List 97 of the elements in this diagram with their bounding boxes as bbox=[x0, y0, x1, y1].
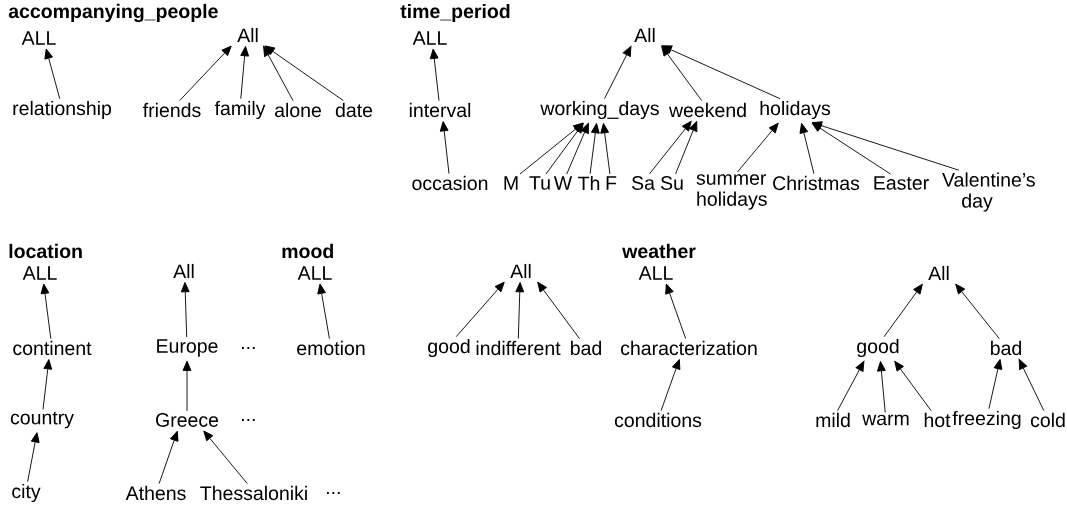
arrow bbox=[439, 121, 450, 175]
arrow bbox=[42, 359, 53, 410]
hierarchy-term: All bbox=[928, 265, 949, 281]
dimension-title: location bbox=[9, 243, 82, 259]
hierarchy-term: good bbox=[428, 338, 470, 358]
hierarchy-term: ALL bbox=[21, 31, 56, 45]
hierarchy-term: Valentine’s day bbox=[942, 172, 1035, 212]
hierarchy-term: bad bbox=[991, 340, 1021, 356]
hierarchy-term: Athens bbox=[125, 485, 186, 501]
arrow bbox=[589, 123, 600, 175]
arrow bbox=[661, 45, 781, 100]
hierarchy-term: city bbox=[12, 483, 41, 503]
hierarchy-term: All bbox=[634, 27, 655, 43]
hierarchy-term: friends bbox=[143, 102, 201, 118]
arrow bbox=[240, 46, 250, 100]
arrow bbox=[604, 45, 632, 100]
arrow bbox=[799, 123, 815, 175]
hierarchy-term: F bbox=[606, 176, 617, 190]
arrow bbox=[179, 45, 232, 102]
dimension-title: weather bbox=[622, 243, 696, 259]
hierarchy-term: All bbox=[237, 27, 258, 43]
hierarchy-term: weekend bbox=[668, 102, 746, 118]
arrow bbox=[203, 430, 248, 485]
arrow bbox=[955, 283, 1000, 340]
hierarchy-term: All bbox=[173, 263, 194, 279]
arrow bbox=[515, 282, 525, 340]
hierarchy-term: hot bbox=[924, 412, 951, 428]
arrow bbox=[429, 48, 440, 102]
hierarchy-term: W bbox=[553, 176, 573, 190]
hierarchy-term: Sa bbox=[631, 176, 655, 190]
hierarchy-term: ALL bbox=[22, 266, 57, 280]
arrow bbox=[44, 48, 61, 100]
hierarchy-term: family bbox=[214, 100, 266, 120]
arrow bbox=[263, 45, 294, 102]
hierarchy-term: relationship bbox=[13, 100, 112, 120]
hierarchy-term: continent bbox=[13, 340, 92, 356]
hierarchy-term: emotion bbox=[297, 340, 365, 356]
hierarchy-term: mild bbox=[816, 412, 850, 428]
arrow bbox=[649, 120, 692, 175]
hierarchy-term: alone bbox=[275, 102, 321, 118]
arrow bbox=[600, 123, 611, 175]
hierarchy-term: occasion bbox=[412, 175, 488, 191]
arrow bbox=[264, 45, 344, 102]
arrow bbox=[180, 282, 190, 338]
hierarchy-term: cold bbox=[1030, 412, 1065, 428]
ellipsis: ... bbox=[242, 418, 255, 422]
hierarchy-term: good bbox=[857, 338, 899, 358]
hierarchy-term: Europe bbox=[157, 339, 218, 357]
ellipsis: ... bbox=[327, 491, 340, 495]
arrow bbox=[665, 283, 687, 340]
hierarchy-term: conditions bbox=[614, 412, 702, 428]
ellipsis: ... bbox=[242, 346, 255, 350]
hierarchy-term: characterization bbox=[621, 340, 757, 356]
hierarchy-term: summer holidays bbox=[696, 174, 767, 210]
hierarchy-term: indifferent bbox=[476, 340, 561, 356]
dimension-title: time_period bbox=[400, 3, 510, 23]
hierarchy-term: interval bbox=[409, 102, 471, 118]
hierarchy-term: Th bbox=[578, 175, 600, 191]
arrow bbox=[27, 432, 40, 483]
hierarchy-term: warm bbox=[862, 414, 909, 426]
arrow bbox=[811, 121, 960, 171]
arrow bbox=[894, 360, 932, 412]
hierarchy-term: Greece bbox=[156, 413, 219, 427]
arrow bbox=[883, 283, 923, 338]
hierarchy-term: bad bbox=[571, 340, 601, 356]
hierarchy-term: Tu bbox=[529, 176, 550, 190]
hierarchy-term: Christmas bbox=[773, 175, 860, 191]
hierarchy-term: ALL bbox=[297, 266, 332, 280]
dimension-title: accompanying_people bbox=[8, 3, 218, 23]
hierarchy-term: Su bbox=[660, 176, 683, 190]
hierarchy-term: freezing bbox=[952, 410, 1021, 430]
hierarchy-term: ALL bbox=[412, 31, 447, 45]
hierarchy-term: Easter bbox=[874, 176, 929, 190]
arrow bbox=[736, 122, 779, 173]
arrow bbox=[545, 122, 584, 175]
hierarchy-term: holidays bbox=[760, 100, 831, 120]
hierarchy-term: working_days bbox=[540, 100, 659, 120]
arrow bbox=[675, 121, 698, 175]
arrow bbox=[1018, 358, 1045, 412]
arrow bbox=[566, 122, 589, 175]
arrow bbox=[455, 281, 505, 338]
arrow bbox=[988, 359, 1003, 410]
hierarchy-term: All bbox=[510, 263, 531, 279]
arrow bbox=[317, 283, 330, 340]
dimension-title: mood bbox=[282, 243, 333, 259]
arrow bbox=[837, 360, 865, 412]
hierarchy-term: Thessaloniki bbox=[200, 485, 307, 501]
hierarchy-term: date bbox=[335, 102, 373, 118]
arrow bbox=[660, 359, 681, 412]
hierarchy-term: country bbox=[10, 411, 74, 429]
arrow bbox=[40, 283, 52, 340]
hierarchy-term: M bbox=[504, 176, 518, 190]
arrow bbox=[158, 430, 179, 485]
arrow bbox=[182, 360, 192, 412]
arrow bbox=[877, 361, 886, 413]
hierarchy-term: ALL bbox=[638, 266, 673, 280]
arrow bbox=[537, 281, 580, 340]
